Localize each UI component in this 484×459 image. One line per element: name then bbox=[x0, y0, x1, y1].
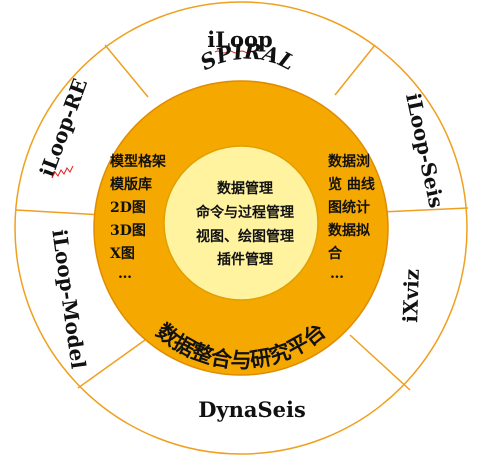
divider-right bbox=[379, 207, 469, 213]
ring-right-line: 合 bbox=[328, 245, 343, 262]
ring-right-line: 览 曲线 bbox=[328, 176, 375, 193]
spellcheck-underlines bbox=[51, 50, 252, 179]
segment-dynaseis: DynaSeis bbox=[198, 397, 306, 422]
divider-left bbox=[15, 209, 104, 216]
segment-ixviz: iXviz bbox=[398, 269, 424, 324]
divider-top-left bbox=[104, 44, 149, 98]
ring-left-line: 模版库 bbox=[110, 176, 152, 193]
inner-circle bbox=[163, 145, 319, 301]
ring-right-line: 图统计 bbox=[328, 199, 370, 216]
ring-left-line: X图 bbox=[110, 246, 135, 262]
ring-left-line: 2D图 bbox=[110, 200, 146, 216]
core-line: 数据管理 bbox=[217, 180, 273, 197]
ring-right-line: 数据拟 bbox=[328, 222, 370, 239]
divider-bottom-left bbox=[77, 339, 146, 389]
divider-bottom-right bbox=[349, 334, 411, 391]
underline-iloop-re bbox=[51, 165, 74, 179]
core-list: 数据管理 命令与过程管理 视图、绘图管理 插件管理 bbox=[195, 180, 294, 268]
core-line: 视图、绘图管理 bbox=[196, 228, 294, 245]
ring-right-list: 数据浏 览 曲线 图统计 数据拟 合 … bbox=[328, 153, 375, 282]
segment-dividers bbox=[15, 44, 469, 391]
ring-left-list: 模型格架 模版库 2D图 3D图 X图 … bbox=[110, 153, 166, 282]
ring-left-line: 模型格架 bbox=[110, 153, 166, 170]
ring-right-line: … bbox=[330, 266, 344, 282]
core-line: 插件管理 bbox=[217, 251, 273, 268]
ring-right-line: 数据浏 bbox=[328, 153, 370, 170]
core-line: 命令与过程管理 bbox=[195, 204, 294, 221]
divider-top-right bbox=[334, 44, 376, 96]
underline-iloop bbox=[214, 50, 252, 54]
ring-left-line: 3D图 bbox=[110, 223, 146, 239]
ring-left-line: … bbox=[118, 266, 132, 282]
segment-iloop: iLoop bbox=[207, 27, 272, 52]
